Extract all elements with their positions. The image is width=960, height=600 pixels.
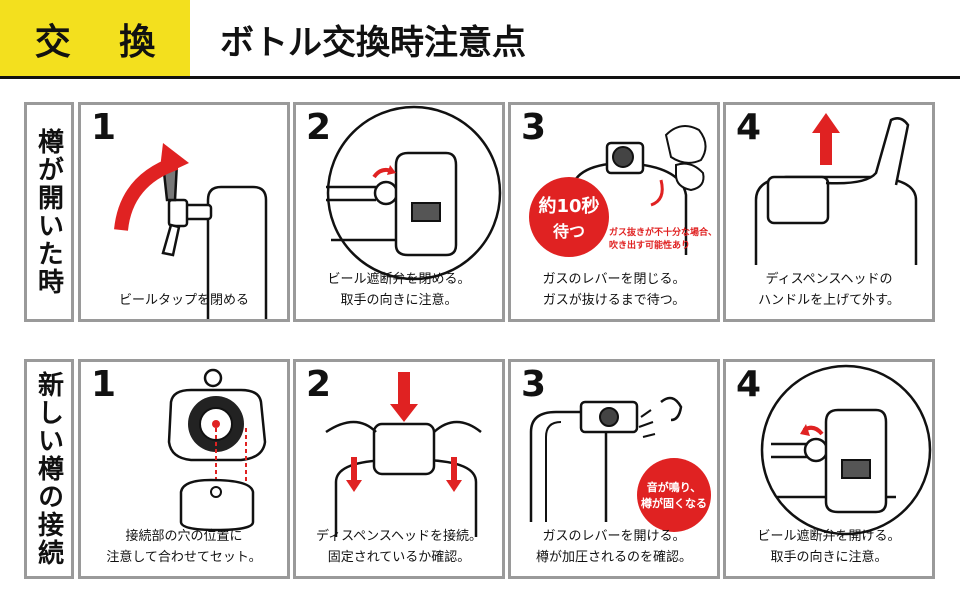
wait-badge: 約10秒 待つ [529, 177, 609, 257]
remove-head-illustration [754, 113, 918, 265]
beer-tap-illustration [114, 143, 268, 319]
step-panel: 4 ディスペンスヘッドの ハンドルを上げて外す。 [723, 102, 935, 322]
step-caption: 接続部の穴の位置に 注意して合わせてセット。 [106, 529, 262, 565]
step-number: 1 [91, 364, 117, 405]
step-number: 2 [306, 107, 332, 148]
step-number: 2 [306, 364, 332, 405]
step-panel: 2 ディスペンスヘッドを接続。 固定されているか確認。 [293, 359, 505, 579]
shutoff-valve-illustration [326, 105, 502, 281]
page-title: ボトル交換時注意点 [220, 22, 526, 63]
step-panel: 3 約10秒 待つ ガス抜きが不十分な場合、 吹き出す可能性あり ガスのレバーを… [508, 102, 720, 322]
step-caption: ビールタップを閉める [118, 293, 249, 308]
open-gas-lever-illustration [529, 396, 683, 522]
step-panel: 1 接続部の穴の位置に 注意して合わせてセット。 [78, 359, 290, 579]
step-caption: ビール遮断弁を閉める。 取手の向きに注意。 [327, 272, 471, 308]
step-number: 4 [736, 107, 762, 148]
section-keg-opened: 樽が開いた時 1 ビールタップを閉める 2 [24, 102, 938, 322]
align-coupler-illustration [167, 368, 267, 532]
section-label: 新しい樽の接続 [24, 359, 74, 579]
step-caption: ディスペンスヘッドを接続。 固定されているか確認。 [315, 529, 482, 565]
step-caption: ディスペンスヘッドの ハンドルを上げて外す。 [758, 272, 900, 308]
step-caption: ガスのレバーを閉じる。 ガスが抜けるまで待つ。 [542, 272, 686, 308]
connect-head-illustration [325, 372, 482, 537]
open-shutoff-valve-illustration [760, 364, 932, 536]
section-new-keg-connection: 新しい樽の接続 1 接続部の穴の位置に 注意して合わせてセット。 2 [24, 359, 938, 579]
section-label: 樽が開いた時 [24, 102, 74, 322]
step-panel: 4 ビール遮断弁を開ける。 取手の向きに注意。 [723, 359, 935, 579]
step-panel: 3 音が鳴り、 樽が固くなる ガスのレバーを開ける。 樽が加圧されるのを確認。 [508, 359, 720, 579]
step-panel: 1 ビールタップを閉める [78, 102, 290, 322]
header-tag: 交 換 [0, 0, 190, 78]
step-caption: ガスのレバーを開ける。 樽が加圧されるのを確認。 [535, 529, 692, 565]
step-number: 3 [521, 364, 547, 405]
pressure-badge: 音が鳴り、 樽が固くなる [637, 458, 711, 532]
header-tag-text: 交 換 [34, 22, 174, 63]
header-divider [0, 76, 960, 79]
step-number: 1 [91, 107, 117, 148]
step-panel: 2 ビール遮断弁を閉める。 取手の向きに注意。 [293, 102, 505, 322]
step-number: 3 [521, 107, 547, 148]
warning-note: ガス抜きが不十分な場合、 吹き出す可能性あり [609, 228, 718, 251]
step-caption: ビール遮断弁を開ける。 取手の向きに注意。 [757, 529, 901, 565]
step-number: 4 [736, 364, 762, 405]
